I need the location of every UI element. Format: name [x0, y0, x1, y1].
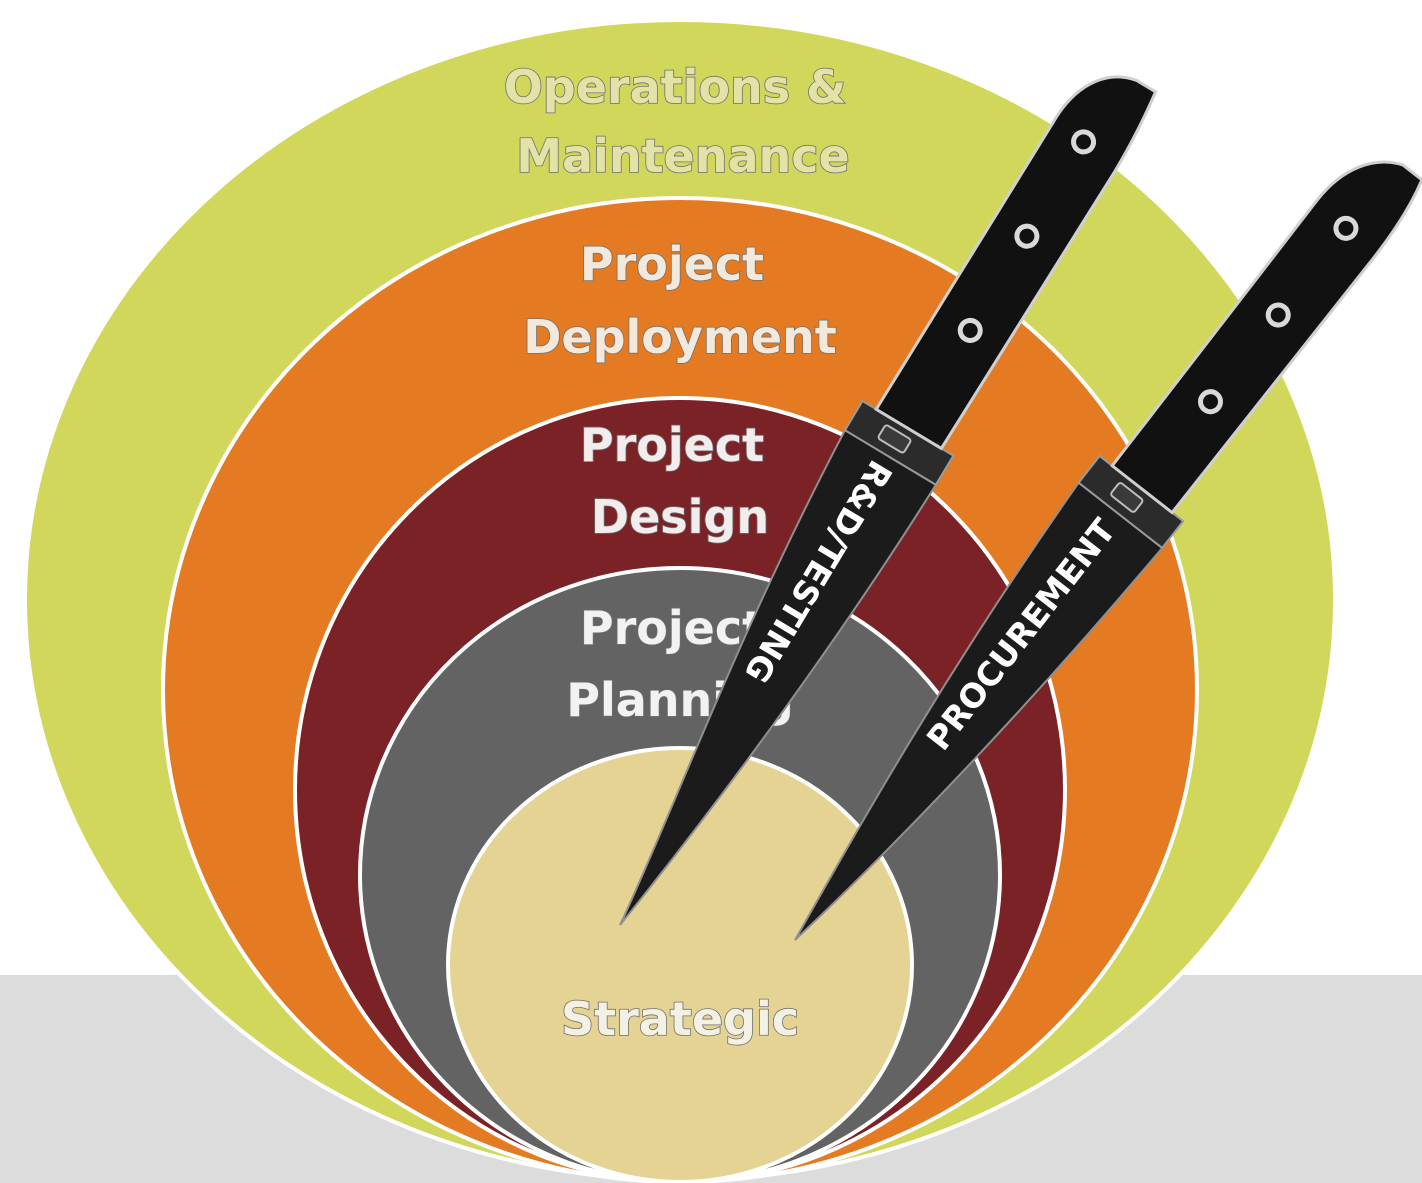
knife-right-bolster-window	[1110, 482, 1144, 513]
knife-left: R&D/TESTING	[619, 75, 1158, 926]
ring-label-design-line-2: Design	[591, 490, 769, 544]
knife-left-handle	[874, 75, 1158, 451]
rings	[23, 18, 1337, 1183]
rivet-icon	[957, 317, 983, 343]
rivet-icon	[1265, 302, 1291, 328]
ring-label-strategic-line-1: Strategic	[561, 992, 799, 1046]
ring-label-design-line-1: Project	[580, 418, 764, 472]
rivet-icon	[1014, 223, 1040, 249]
ring-label-planning: Project Planning	[566, 601, 793, 727]
knife-left-bolster-window	[877, 424, 912, 454]
knife-right-handle	[1110, 160, 1422, 515]
ring-strategic	[446, 746, 914, 1183]
rivet-icon	[1333, 215, 1359, 241]
ring-label-operations-line-2: Maintenance	[516, 129, 850, 183]
ring-labels: Operations & Maintenance Project Deploym…	[503, 59, 863, 1047]
ring-label-design: Project Design	[580, 418, 780, 544]
ring-label-strategic: Strategic	[561, 992, 799, 1046]
rivet-icon	[1197, 389, 1223, 415]
ring-label-deployment-line-2: Deployment	[523, 310, 837, 364]
ring-label-deployment-line-1: Project	[580, 237, 764, 291]
ring-label-deployment: Project Deployment	[523, 237, 837, 364]
rivet-icon	[1071, 129, 1097, 155]
ring-label-operations-line-1: Operations &	[504, 60, 847, 114]
knife-icon: R&D/TESTING	[619, 75, 1158, 926]
ring-label-operations: Operations & Maintenance	[504, 60, 863, 183]
ring-label-planning-line-1: Project	[580, 601, 764, 655]
